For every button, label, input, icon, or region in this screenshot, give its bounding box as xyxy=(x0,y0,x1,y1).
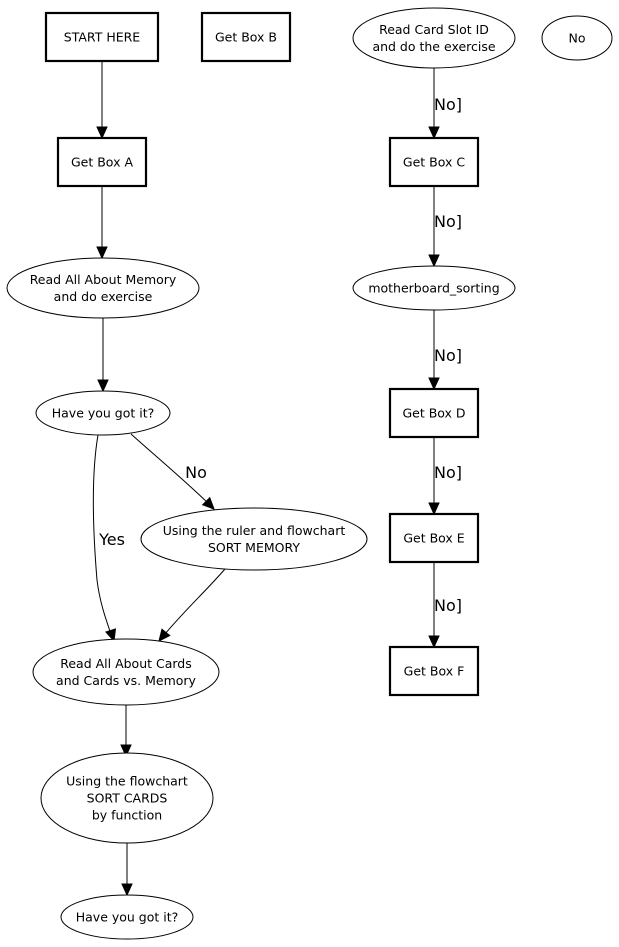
arrowhead-icon xyxy=(428,502,440,516)
arrowhead-icon xyxy=(121,883,133,897)
node-motherboard-sorting[interactable]: motherboard_sorting xyxy=(352,265,516,311)
box-shape xyxy=(388,136,480,188)
nodes-layer: START HERE Get Box B Get Box A Read All Abo… xyxy=(6,7,613,940)
ellipse-shape xyxy=(35,390,171,436)
node-label: Using the flowchart xyxy=(66,774,188,789)
node-label: START HERE xyxy=(64,30,141,45)
ellipse-shape xyxy=(140,507,368,571)
node-read-memory[interactable]: Read All About Memory and do exercise xyxy=(6,257,200,319)
node-label: Have you got it? xyxy=(52,406,155,421)
node-have-you-got-it-2[interactable]: Have you got it? xyxy=(60,894,194,940)
node-read-card-slot[interactable]: Read Card Slot ID and do the exercise xyxy=(352,7,516,69)
node-label: and Cards vs. Memory xyxy=(56,673,197,688)
node-label: by function xyxy=(92,808,162,823)
box-shape xyxy=(200,11,292,63)
node-label: Read Card Slot ID xyxy=(379,22,489,37)
edge-motherboard_sorting-to-get_box_d: No] xyxy=(428,310,462,391)
arrowhead-icon xyxy=(428,377,440,391)
node-label: SORT CARDS xyxy=(87,791,168,806)
edge-get_box_d-to-get_box_e: No] xyxy=(428,437,462,516)
edge-line xyxy=(130,433,214,509)
arrowhead-icon xyxy=(96,246,108,260)
arrowhead-icon xyxy=(428,254,440,268)
box-shape xyxy=(388,387,480,439)
arrowhead-icon xyxy=(97,379,109,393)
ellipse-shape xyxy=(60,894,194,940)
edge-have_you_got_it_1-to-read_cards: Yes xyxy=(92,434,125,643)
edge-label: No] xyxy=(434,212,462,231)
node-label: Get Box D xyxy=(402,406,465,421)
arrowhead-icon xyxy=(428,126,440,140)
node-get-box-a[interactable]: Get Box A xyxy=(56,136,148,188)
edge-get_box_e-to-get_box_f: No] xyxy=(428,562,462,649)
arrowhead-icon xyxy=(158,628,171,642)
node-start-here[interactable]: START HERE xyxy=(44,11,160,63)
edge-label: No] xyxy=(434,596,462,615)
node-label: Get Box E xyxy=(403,531,464,546)
edge-get_box_c-to-motherboard_sorting: No] xyxy=(428,186,462,268)
node-label: motherboard_sorting xyxy=(368,281,499,296)
node-label: No xyxy=(569,31,586,46)
edge-read_card_slot-to-get_box_c: No] xyxy=(428,68,462,140)
arrowhead-icon xyxy=(120,744,132,758)
ellipse-shape xyxy=(352,265,516,311)
edge-label: No] xyxy=(434,346,462,365)
edge-label: No] xyxy=(434,95,462,114)
node-have-you-got-it-1[interactable]: Have you got it? xyxy=(35,390,171,436)
edge-get_box_a-to-read_memory xyxy=(96,186,108,260)
edge-start_here-to-get_box_a xyxy=(96,61,108,140)
edge-label: No xyxy=(185,463,207,482)
edge-have_you_got_it_1-to-sort_memory: No xyxy=(130,433,215,510)
box-shape xyxy=(56,136,148,188)
node-label: Get Box F xyxy=(404,664,465,679)
node-get-box-d[interactable]: Get Box D xyxy=(388,387,480,439)
node-no-node[interactable]: No xyxy=(541,15,613,61)
node-get-box-b[interactable]: Get Box B xyxy=(200,11,292,63)
arrowhead-icon xyxy=(201,496,215,510)
box-shape xyxy=(44,11,160,63)
ellipse-shape xyxy=(6,257,200,319)
node-read-cards[interactable]: Read All About Cards and Cards vs. Memory xyxy=(32,638,220,706)
node-label: Have you got it? xyxy=(76,910,179,925)
node-label: Get Box B xyxy=(215,30,277,45)
box-shape xyxy=(388,512,480,564)
node-label: and do exercise xyxy=(54,289,153,304)
node-get-box-e[interactable]: Get Box E xyxy=(388,512,480,564)
ellipse-shape xyxy=(541,15,613,61)
ellipse-shape xyxy=(40,752,214,844)
node-label: Get Box A xyxy=(71,155,133,170)
ellipse-shape xyxy=(32,638,220,706)
node-label: Get Box C xyxy=(403,155,465,170)
arrowhead-icon xyxy=(428,635,440,649)
edge-line xyxy=(159,568,226,641)
arrowhead-icon xyxy=(96,126,108,140)
edge-read_memory-to-have_you_got_it_1 xyxy=(97,318,109,393)
box-shape xyxy=(388,645,480,697)
node-label: SORT MEMORY xyxy=(208,540,300,555)
ellipse-shape xyxy=(352,7,516,69)
node-label: and do the exercise xyxy=(372,39,495,54)
edge-sort_cards-to-have_you_got_it_2 xyxy=(121,843,133,897)
edge-line xyxy=(92,434,114,641)
node-label: Using the ruler and flowchart xyxy=(163,523,346,538)
edge-label: Yes xyxy=(98,530,125,549)
node-label: Read All About Cards xyxy=(60,656,192,671)
node-get-box-c[interactable]: Get Box C xyxy=(388,136,480,188)
edge-label: No] xyxy=(434,463,462,482)
edge-read_cards-to-sort_cards xyxy=(120,705,132,758)
node-label: Read All About Memory xyxy=(30,272,177,287)
edge-sort_memory-to-read_cards xyxy=(158,568,226,642)
arrowhead-icon xyxy=(105,628,117,643)
node-get-box-f[interactable]: Get Box F xyxy=(388,645,480,697)
